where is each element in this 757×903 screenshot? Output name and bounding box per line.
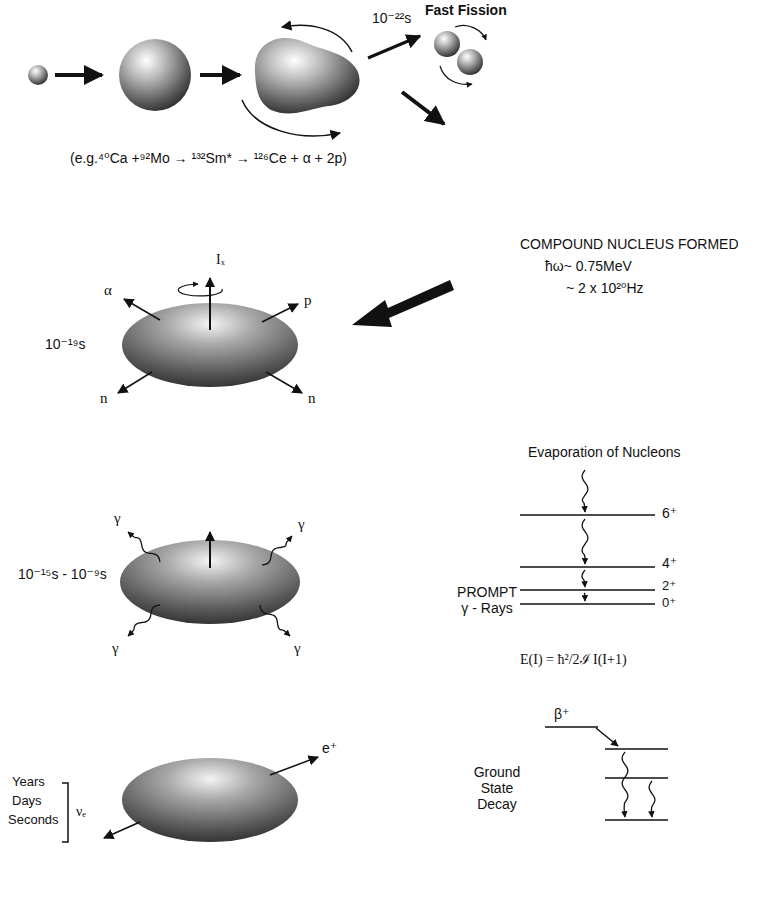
gamma-ray-line: [262, 536, 292, 565]
flow-arrow: [402, 92, 444, 124]
time-label: 10⁻¹⁵s - 10⁻⁹s: [18, 566, 107, 582]
gamma-ray-line: [584, 593, 586, 601]
particle-label: e⁺: [322, 740, 337, 756]
gamma-label: γ: [298, 516, 305, 533]
stage-label: COMPOUND NUCLEUS FORMED: [520, 236, 739, 252]
energy-level: [520, 514, 655, 516]
time-label: Days: [12, 794, 42, 809]
deformed-nucleus: [255, 38, 360, 113]
stage-label: Ground State Decay: [466, 764, 528, 812]
gamma-ray-line: [582, 570, 585, 587]
level-label: 2⁺: [662, 579, 676, 594]
gamma-ray-line: [260, 605, 290, 636]
level-label: 6⁺: [662, 505, 677, 521]
gamma-ray-line: [582, 470, 588, 512]
gamma-rays: [128, 470, 655, 817]
gamma-ray-line: [128, 605, 160, 636]
stage-label: Evaporation of Nucleons: [528, 444, 681, 460]
projectile-nucleus: [28, 65, 48, 85]
gamma-ray-line: [128, 532, 160, 562]
stage-label: PROMPT γ - Rays: [452, 584, 522, 616]
flow-arrow: [55, 73, 102, 77]
frequency-label: ~ 2 x 10²⁰Hz: [566, 280, 644, 296]
energy-level: [520, 603, 655, 605]
energy-level: [545, 726, 598, 728]
flow-arrow: [352, 280, 454, 327]
particle-arrow: [124, 299, 160, 320]
fused-nucleus: [119, 39, 191, 111]
gamma-label: γ: [294, 640, 301, 657]
time-bracket: [62, 783, 68, 842]
particle-label: n: [100, 390, 108, 407]
decay-label: β⁺: [554, 706, 569, 722]
positron-arrow: [270, 757, 318, 775]
spin-axis: [209, 532, 211, 568]
rotation-arrow: [455, 25, 486, 40]
energy-level: [520, 566, 655, 568]
time-label: 10⁻²²s: [372, 10, 411, 26]
level-label: 4⁺: [662, 555, 677, 571]
time-label: Years: [12, 775, 45, 790]
gamma-label: γ: [114, 510, 121, 527]
energy-level: [605, 819, 668, 821]
frequency-label: ħω~ 0.75MeV: [545, 258, 632, 274]
rotation-arrow: [242, 100, 340, 136]
gamma-label: γ: [112, 640, 119, 657]
particle-label: n: [308, 390, 316, 407]
flow-arrow: [200, 73, 240, 77]
rotation-arrow: [178, 284, 222, 296]
level-label: 0⁺: [662, 596, 676, 611]
fission-fragment: [434, 31, 460, 57]
particle-label: p: [304, 292, 312, 309]
particle-arrow: [266, 372, 302, 393]
energy-level: [605, 748, 668, 750]
gamma-ray-line: [622, 752, 628, 817]
neutrino-arrow: [104, 822, 140, 838]
particle-label: νₑ: [76, 804, 86, 820]
rotation-arrow: [440, 66, 472, 84]
energy-level: [520, 589, 655, 591]
title-label: Fast Fission: [425, 2, 507, 18]
reaction-label: (e.g.⁴⁰Ca +⁹²Mo → ¹³²Sm* → ¹²⁶Ce + α + 2…: [70, 150, 347, 166]
particle-arrow: [262, 304, 298, 322]
gamma-ray-line: [582, 519, 588, 564]
energy-level: [605, 777, 668, 779]
rotation-arrow: [282, 25, 352, 52]
spin-axis: [209, 278, 211, 330]
fission-arrow: [368, 36, 420, 58]
time-label: 10⁻¹⁹s: [45, 336, 86, 352]
formula-label: E(I) = ħ²/2ℐ I(I+1): [520, 652, 627, 668]
particle-arrow: [118, 372, 152, 393]
beta-arrow: [596, 728, 618, 746]
spin-label: Iₓ: [216, 252, 225, 268]
fission-fragment: [457, 49, 483, 75]
residual-nucleus: [122, 758, 298, 842]
time-label: Seconds: [8, 813, 59, 828]
particle-label: α: [104, 282, 112, 299]
gamma-ray-line: [649, 781, 655, 817]
